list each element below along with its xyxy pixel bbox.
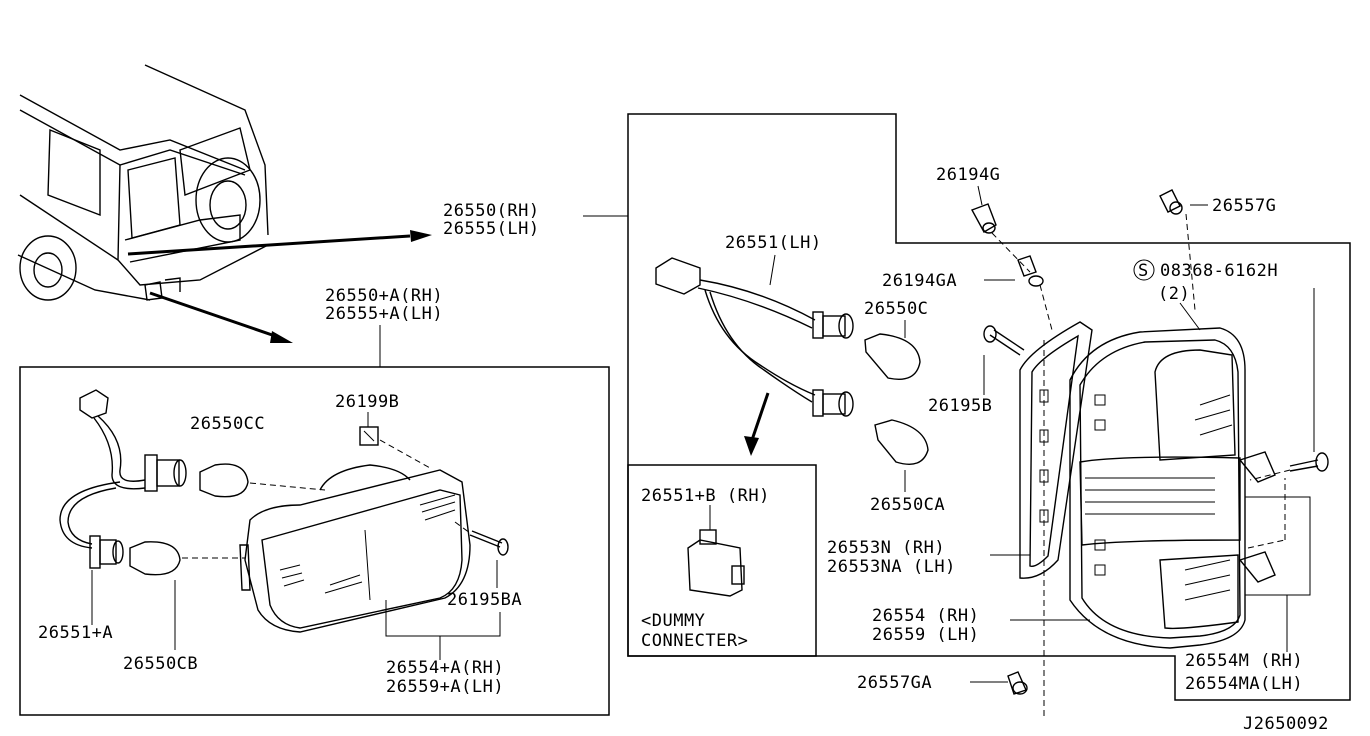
clip-icon: [359, 426, 379, 446]
label-26195b: 26195B: [928, 396, 992, 416]
label-bolt-qty: (2): [1158, 284, 1190, 304]
label-26550cc: 26550CC: [190, 414, 265, 434]
label-26557ga: 26557GA: [857, 673, 932, 693]
label-26551-lh: 26551(LH): [725, 233, 822, 253]
screw-icon: [1017, 255, 1044, 287]
label-dummy-note-2: CONNECTER>: [641, 631, 748, 651]
lamp-housing-icon: [239, 464, 471, 633]
label-main-rh: 26550(RH): [443, 201, 540, 221]
label-dummy-note-1: <DUMMY: [641, 611, 705, 631]
label-lens-rh: 26554 (RH): [872, 606, 979, 626]
front-lamp-group-box: [19, 366, 610, 716]
dummy-connector-box: [627, 464, 817, 657]
label-lens-a-rh: 26554+A(RH): [386, 658, 504, 678]
lamp-housing-icon: [1069, 327, 1276, 649]
label-26195ba: 26195BA: [447, 590, 522, 610]
s-mark: S: [1138, 261, 1149, 281]
label-lens-m-lh: 26554MA(LH): [1185, 674, 1303, 694]
label-26551a: 26551+A: [38, 623, 113, 643]
bulb-icon: [864, 333, 929, 465]
vehicle-illustration: [17, 64, 269, 301]
label-lens-a-lh: 26559+A(LH): [386, 677, 504, 697]
clip-icon: [1159, 189, 1183, 215]
label-gasket-rh: 26553N (RH): [827, 538, 945, 558]
screw-icon: [1289, 452, 1329, 472]
label-lens-lh: 26559 (LH): [872, 625, 979, 645]
label-26557g: 26557G: [1212, 196, 1276, 216]
label-26550cb: 26550CB: [123, 654, 198, 674]
label-main-lh: 26555(LH): [443, 219, 540, 239]
socket-lower-icon: [89, 535, 124, 569]
label-front-assy-lh: 26555+A(LH): [325, 304, 443, 324]
s-mark-icon: [1133, 259, 1155, 281]
clip-icon: [1007, 671, 1028, 695]
label-26199b: 26199B: [335, 392, 399, 412]
clip-icon: [970, 203, 997, 234]
screw-icon: [983, 325, 1025, 356]
label-dummy-part: 26551+B (RH): [641, 486, 770, 506]
label-26194ga: 26194GA: [882, 271, 957, 291]
socket-upper-icon: [812, 311, 854, 339]
label-26194g: 26194G: [936, 165, 1000, 185]
label-lens-m-rh: 26554M (RH): [1185, 651, 1303, 671]
label-front-assy-rh: 26550+A(RH): [325, 286, 443, 306]
bulb-icon: [129, 463, 249, 576]
connector-icon: [687, 529, 745, 597]
label-26550c: 26550C: [864, 299, 928, 319]
label-26550ca: 26550CA: [870, 495, 945, 515]
socket-lower-icon: [812, 389, 854, 417]
label-bolt: 08368-6162H: [1160, 261, 1278, 281]
label-gasket-lh: 26553NA (LH): [827, 557, 956, 577]
diagram-id: J2650092: [1243, 714, 1329, 734]
screw-icon: [469, 530, 509, 556]
wire-harness-icon: [59, 389, 146, 549]
wire-harness-icon: [655, 257, 816, 403]
gasket-icon: [1019, 321, 1093, 579]
socket-upper-icon: [144, 454, 187, 492]
